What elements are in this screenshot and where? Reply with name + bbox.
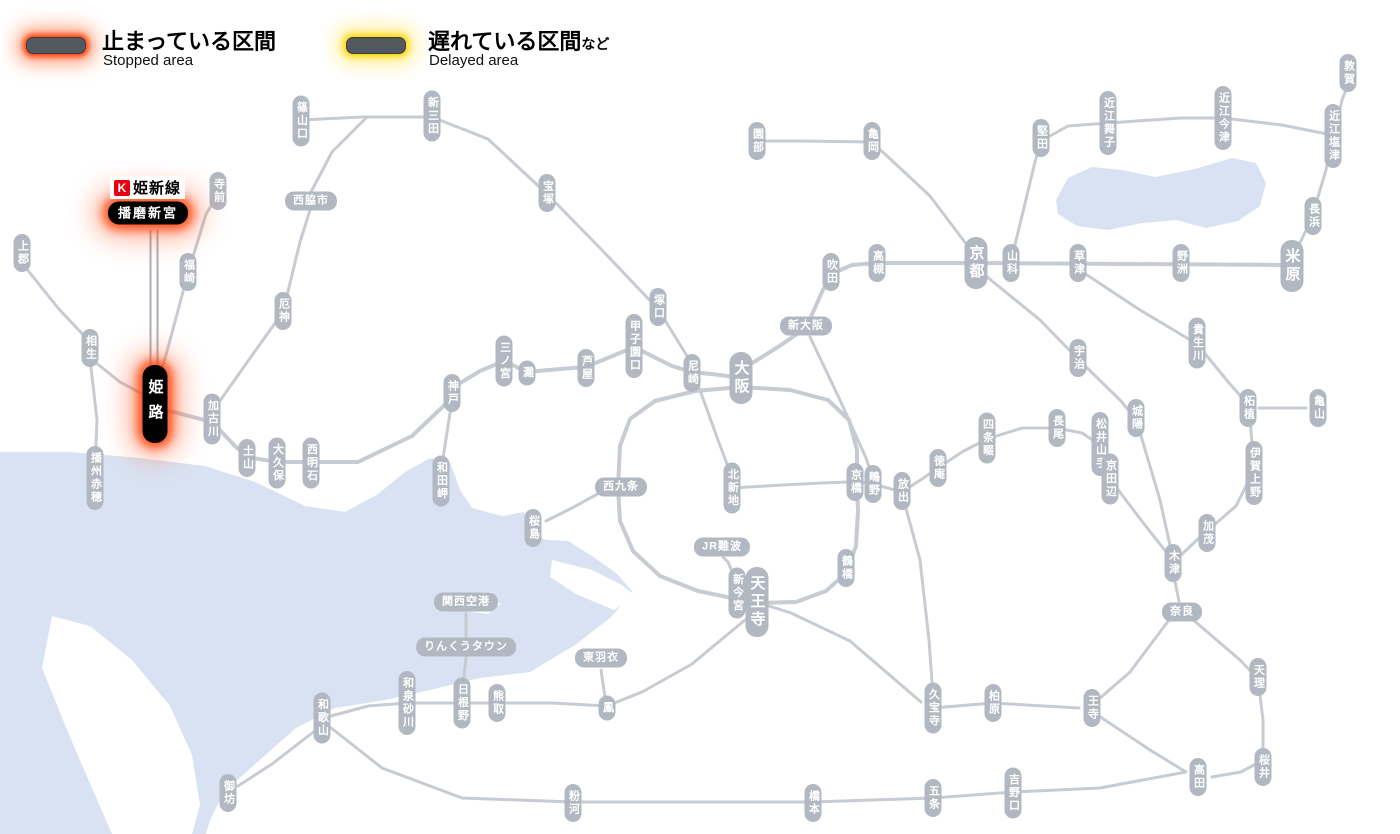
rail-line [739,261,978,372]
rail-line [1171,570,1181,603]
rail-line [236,728,318,788]
delayed-area-label: 遅れている区間など [428,24,609,56]
rail-line [1189,616,1265,779]
rail-line [299,115,694,366]
rail-line [902,499,935,698]
delayed-area-label-suffix: など [581,36,610,52]
rail-line [1292,83,1350,257]
rail-line [329,613,753,718]
rail-line [20,261,90,342]
rail-line [974,261,1294,267]
rail-line [1097,618,1171,701]
rail-line [210,116,368,414]
rail-line [544,489,605,523]
rail-line [328,714,1188,804]
stopped-area-swatch-icon [26,37,86,54]
rail-line [1178,536,1201,558]
rail-line [767,604,923,704]
delayed-area-sublabel: Delayed area [429,52,519,69]
stopped-area-sublabel: Stopped area [103,52,194,69]
rail-line [88,356,152,400]
rail-line [1211,416,1256,528]
line-badge: K 姫新線 [110,176,186,199]
line-name: 姫新線 [133,180,182,197]
rail-line [755,139,975,255]
island [550,560,636,610]
rail-line [616,385,860,605]
water-area [1056,158,1266,230]
rail-line [439,398,454,474]
rail-line [808,335,874,478]
rail-line [599,668,607,699]
stopped-area-label: 止まっている区間 [102,24,276,56]
delayed-area-label-text: 遅れている区間 [428,29,582,54]
rail-line [979,270,1173,552]
rail-line [88,357,99,470]
rail-line [156,396,454,464]
rail-line [1079,269,1246,402]
rail-line [860,426,1169,555]
delayed-area-swatch-icon [346,37,406,54]
line-letter-icon: K [114,179,130,196]
stopped-area-label-text: 止まっている区間 [102,29,277,54]
rail-line [721,555,738,583]
island [42,616,200,834]
rail-line [931,701,1081,710]
